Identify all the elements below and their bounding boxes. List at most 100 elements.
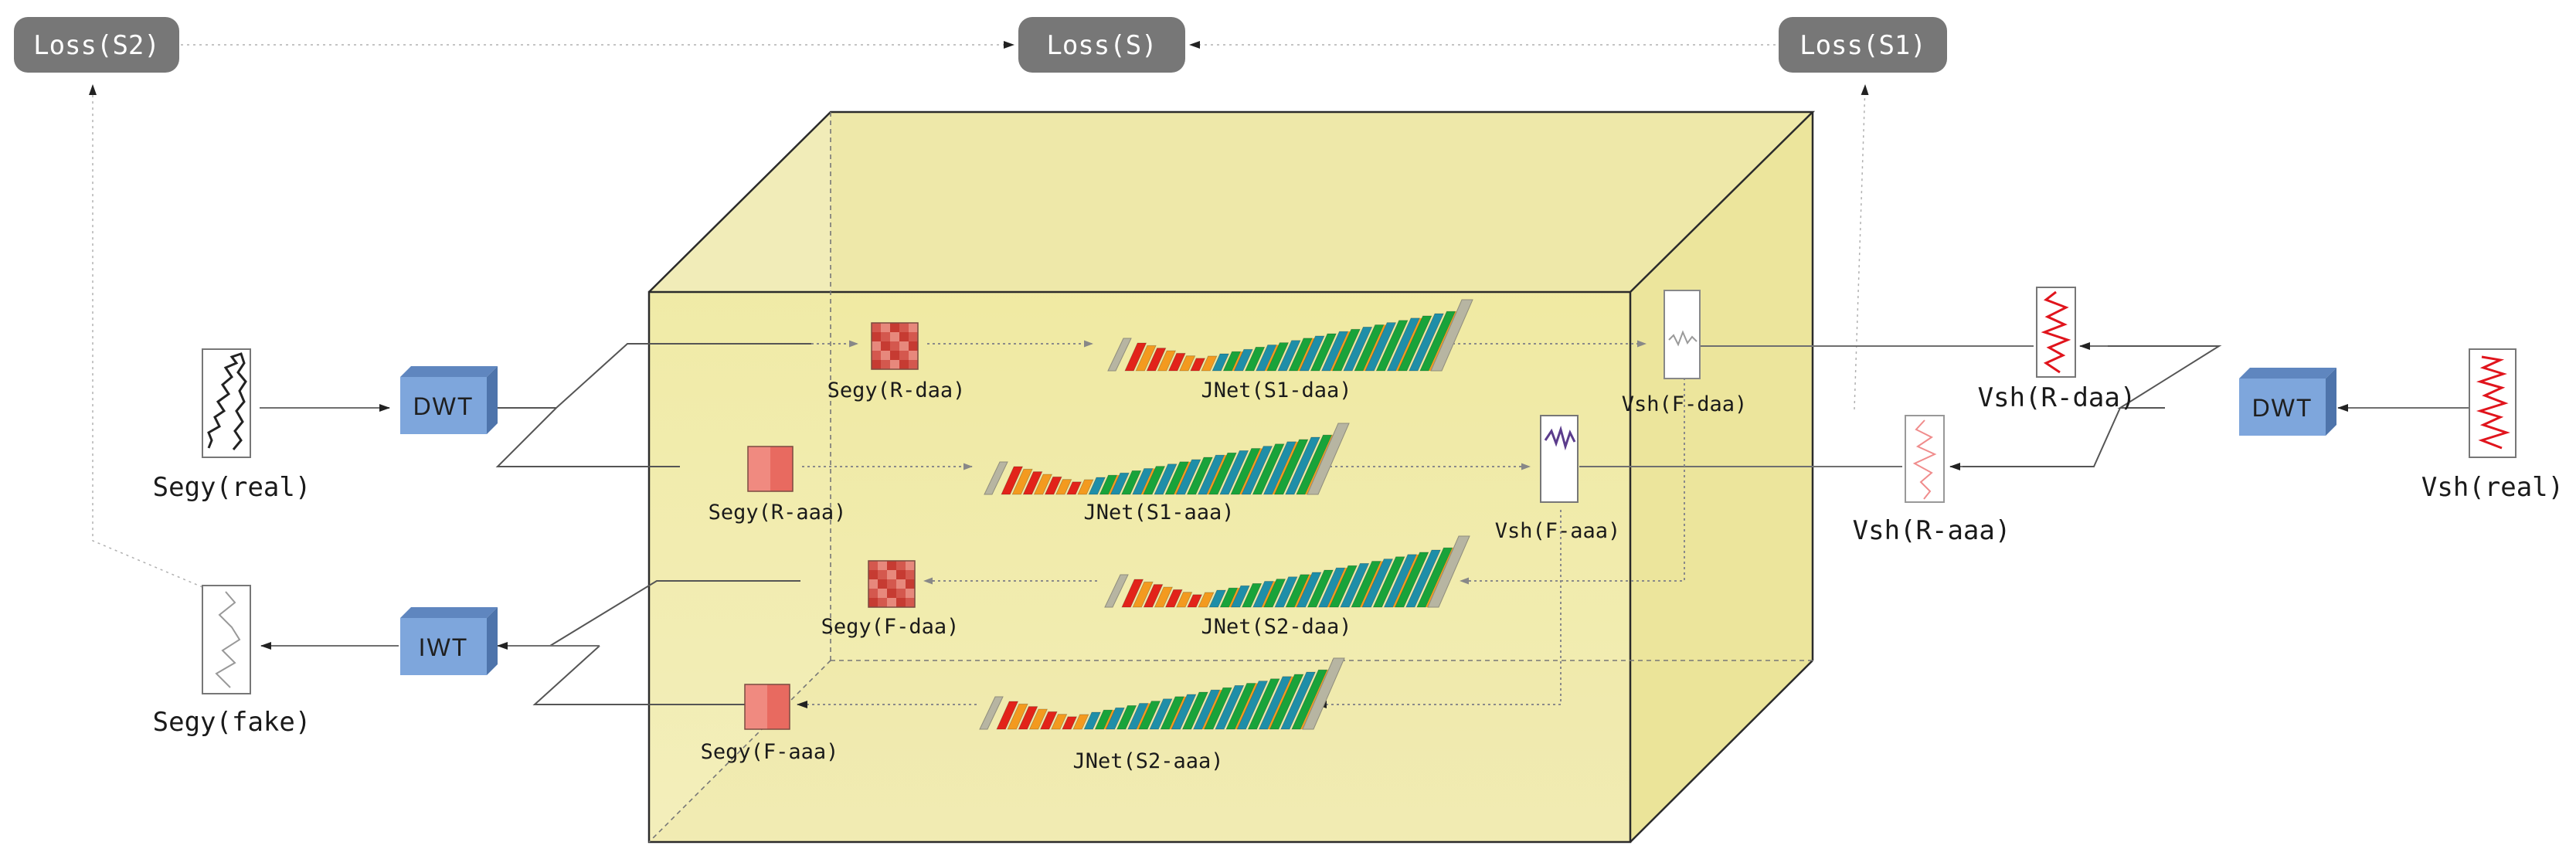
iwt-lower-branch: [532, 645, 745, 705]
jnet-layer: [1187, 594, 1203, 608]
grid-cell: [896, 579, 906, 589]
jnet-layer: [1236, 681, 1269, 730]
vsh-r-aaa-trace: [1905, 415, 1945, 503]
jnet-layer: [1204, 687, 1232, 730]
jnet-layer: [1116, 705, 1137, 730]
jnet-layer: [996, 701, 1019, 730]
jnet-layer: [1343, 326, 1373, 372]
jnet-layer: [1201, 355, 1218, 372]
jnet-layer: [1277, 340, 1301, 372]
grid-cell: [868, 589, 878, 598]
jnet-input-plate: [979, 696, 1004, 730]
grid-cell: [868, 570, 878, 579]
jnet-layer: [1186, 457, 1213, 495]
loss-s2-label: Loss(S2): [33, 30, 160, 61]
jnet-layer-accent: [1206, 455, 1227, 494]
jnet-layer-accent: [1201, 690, 1222, 729]
jnet-layer: [1022, 471, 1043, 495]
loss-s1-label: Loss(S1): [1799, 30, 1926, 61]
jnet-layer: [1033, 474, 1053, 495]
jnet-layer-accent: [1141, 468, 1155, 494]
jnet-s1-daa-stack: [1107, 299, 1473, 372]
grid-cell: [887, 579, 896, 589]
loss-s2-box: Loss(S2): [14, 17, 179, 73]
jnet-layer-accent: [1232, 351, 1243, 371]
jnet-layer-accent: [1297, 338, 1315, 371]
grid-border: [871, 322, 919, 370]
segy-real-label: Segy(real): [153, 472, 311, 503]
grid-cell: [881, 341, 890, 351]
jnet-layer-accent: [1169, 696, 1187, 729]
iwt-label: IWT: [419, 633, 469, 661]
grid-cell: [767, 707, 790, 729]
loss-s-box: Loss(S): [1018, 17, 1185, 73]
jnet-layer: [1072, 714, 1089, 730]
jnet-input-plate: [984, 461, 1008, 495]
grid-cell: [887, 570, 896, 579]
segy-f-aaa-label: Segy(F-aaa): [701, 740, 839, 764]
jnet-layer-accent: [1392, 554, 1419, 607]
jnet-input-plate: [1104, 574, 1129, 608]
segy-real-trace: [202, 348, 251, 458]
jnet-layer: [1273, 439, 1309, 495]
segy-fake-label: Segy(fake): [153, 707, 311, 738]
vsh-f-aaa-trace: [1540, 415, 1579, 503]
grid-cell: [878, 579, 887, 589]
jnet-layer: [1066, 481, 1082, 495]
jnet-layer: [1208, 589, 1226, 608]
jnet-layer: [1397, 315, 1432, 372]
jnet-layer-accent: [1235, 683, 1258, 729]
jnet-output-plate: [1430, 299, 1473, 372]
segy-f-daa-grid: [868, 560, 916, 608]
jnet-s2-daa-stack: [1104, 535, 1470, 608]
vsh-f-aaa-label: Vsh(F-aaa): [1495, 519, 1621, 543]
jnet-layer: [1001, 466, 1024, 495]
grid-cell: [909, 360, 918, 369]
jnet-output-plate: [1427, 535, 1470, 608]
jnet-layer: [1028, 708, 1048, 730]
grid-cell: [899, 323, 909, 332]
jnet-layer: [1244, 346, 1266, 372]
jnet-layer: [1176, 592, 1193, 608]
vsh-f-daa-trace: [1664, 290, 1701, 379]
grid-cell: [896, 561, 906, 570]
jnet-layer: [1230, 585, 1250, 608]
dwt-right-lower-branch: [1963, 407, 2121, 467]
jnet-layer: [1190, 358, 1206, 372]
segy-r-daa-label: Segy(R-daa): [828, 379, 966, 402]
jnet-layer: [1167, 352, 1186, 372]
jnet-s1-daa-label: JNet(S1-daa): [1201, 379, 1351, 402]
dwt-right-upper-branch: [2108, 345, 2222, 409]
grid-cell: [899, 351, 909, 360]
jnet-layer: [1181, 691, 1208, 730]
jnet-layer: [1219, 450, 1249, 495]
grid-cell: [868, 561, 878, 570]
jnet-layer: [1241, 582, 1263, 608]
grid-cell: [890, 351, 899, 360]
jnet-s1-aaa-stack: [984, 423, 1350, 495]
grid-cell: [872, 341, 881, 351]
grid-cell: [896, 570, 906, 579]
grid-cell: [881, 323, 890, 332]
grid-cell: [887, 561, 896, 570]
jnet-layer: [1280, 671, 1316, 730]
jnet-layer: [1018, 706, 1038, 730]
jnet-layer: [1241, 446, 1273, 495]
dwt-block-right: DWT: [2239, 368, 2336, 436]
vsh-r-daa-trace: [2036, 287, 2076, 378]
jnet-layer: [1157, 350, 1177, 372]
dwt-left-lower-branch: [495, 407, 680, 467]
jnet-layer-accent: [1330, 331, 1351, 371]
jnet-layer: [1146, 348, 1167, 372]
jnet-layer-accent: [1363, 324, 1386, 371]
segy-r-aaa-grid: [747, 446, 794, 492]
jnet-layer: [1171, 694, 1197, 730]
jnet-layer-accent: [1294, 574, 1312, 607]
jnet-layer: [1299, 335, 1325, 372]
jnet-layer: [1372, 556, 1405, 608]
jnet-s2-aaa-stack: [979, 657, 1345, 730]
grid-cell: [899, 332, 909, 341]
grid-cell: [748, 446, 770, 469]
grid-cell: [890, 360, 899, 369]
jnet-layer: [1007, 703, 1028, 730]
